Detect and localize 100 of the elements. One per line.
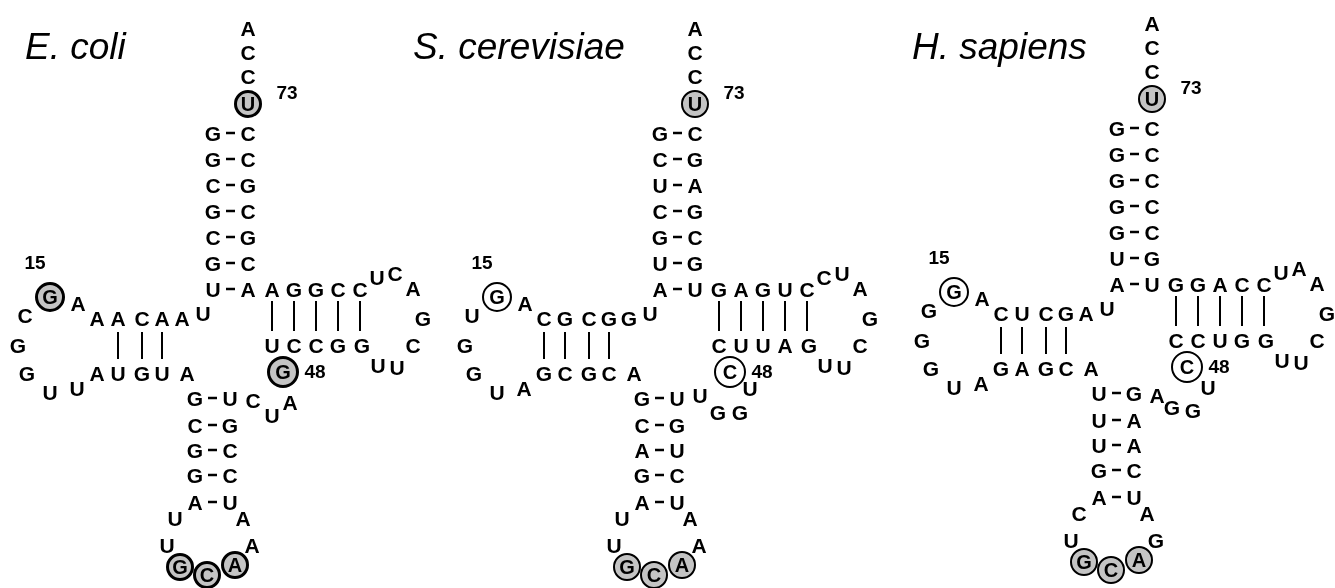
nucleotide-letter: G (1143, 247, 1161, 269)
nucleotide-letter: C (711, 334, 727, 356)
nucleotide-letter: C (134, 307, 150, 329)
position-number: 48 (1208, 356, 1230, 376)
circled-nucleotide: C (193, 561, 221, 588)
nucleotide-letter: A (70, 292, 86, 314)
nucleotide-letter: U (642, 302, 658, 324)
nucleotide-letter: C (1144, 169, 1160, 191)
nucleotide-letter: C (852, 334, 868, 356)
nucleotide-letter: G (1108, 195, 1126, 217)
nucleotide-letter: C (799, 278, 815, 300)
nucleotide-letter: A (634, 439, 650, 461)
nucleotide-letter: A (1309, 272, 1325, 294)
nucleotide-letter: C (669, 464, 685, 486)
nucleotide-letter: U (834, 262, 850, 284)
nucleotide-letter: C (308, 334, 324, 356)
circled-nucleotide: U (234, 90, 262, 118)
nucleotide-letter: C (187, 414, 203, 436)
nucleotide-letter: A (264, 278, 280, 300)
nucleotide-letter: C (536, 307, 552, 329)
nucleotide-letter: G (633, 464, 651, 486)
circled-nucleotide: G (939, 277, 969, 307)
nucleotide-letter: C (993, 302, 1009, 324)
nucleotide-letter: G (186, 439, 204, 461)
circled-nucleotide: G (1070, 548, 1098, 576)
nucleotide-letter: G (920, 299, 938, 321)
nucleotide-letter: G (221, 414, 239, 436)
nucleotide-letter: G (204, 122, 222, 144)
nucleotide-letter: G (186, 464, 204, 486)
nucleotide-letter: A (733, 278, 749, 300)
nucleotide-letter: G (580, 362, 598, 384)
nucleotide-letter: C (634, 414, 650, 436)
nucleotide-letter: C (1058, 357, 1074, 379)
nucleotide-letter: C (1144, 143, 1160, 165)
nucleotide-letter: U (1091, 382, 1107, 404)
nucleotide-letter: U (1091, 434, 1107, 456)
nucleotide-letter: A (235, 507, 251, 529)
nucleotide-letter: G (731, 401, 749, 423)
nucleotide-letter: G (414, 307, 432, 329)
nucleotide-letter: C (222, 439, 238, 461)
nucleotide-letter: G (1184, 399, 1202, 421)
position-number: 15 (24, 252, 46, 272)
nucleotide-letter: C (1168, 329, 1184, 351)
nucleotide-letter: U (264, 334, 280, 356)
nucleotide-letter: A (110, 307, 126, 329)
nucleotide-letter: G (239, 226, 257, 248)
nucleotide-letter: A (687, 174, 703, 196)
nucleotide-letter: C (1071, 502, 1087, 524)
species-name: E. coli (25, 27, 126, 65)
nucleotide-letter: U (777, 278, 793, 300)
nucleotide-letter: G (600, 307, 618, 329)
nucleotide-letter: A (973, 372, 989, 394)
nucleotide-letter: A (89, 307, 105, 329)
nucleotide-letter: G (686, 148, 704, 170)
nucleotide-letter: A (240, 17, 256, 39)
nucleotide-letter: A (179, 362, 195, 384)
nucleotide-letter: U (1014, 302, 1030, 324)
circled-nucleotide: U (681, 90, 709, 118)
nucleotide-letter: U (42, 381, 58, 403)
nucleotide-letter: C (240, 148, 256, 170)
nucleotide-letter: C (557, 362, 573, 384)
nucleotide-letter: A (682, 507, 698, 529)
nucleotide-letter: C (1256, 273, 1272, 295)
nucleotide-letter: U (669, 491, 685, 513)
nucleotide-letter: C (1144, 60, 1160, 82)
nucleotide-letter: C (687, 226, 703, 248)
nucleotide-letter: A (852, 277, 868, 299)
nucleotide-letter: C (581, 307, 597, 329)
nucleotide-letter: G (686, 200, 704, 222)
nucleotide-letter: U (222, 387, 238, 409)
nucleotide-letter: C (687, 41, 703, 63)
nucleotide-letter: A (282, 391, 298, 413)
nucleotide-letter: C (1190, 329, 1206, 351)
nucleotide-letter: U (69, 377, 85, 399)
nucleotide-letter: U (1212, 329, 1228, 351)
nucleotide-letter: C (816, 266, 832, 288)
nucleotide-letter: U (110, 362, 126, 384)
nucleotide-letter: U (159, 534, 175, 556)
nucleotide-letter: A (154, 307, 170, 329)
circled-nucleotide: C (640, 561, 668, 588)
circled-nucleotide: G (166, 553, 194, 581)
nucleotide-letter: G (686, 252, 704, 274)
nucleotide-letter: C (387, 262, 403, 284)
nucleotide-letter: G (204, 252, 222, 274)
nucleotide-letter: U (946, 376, 962, 398)
position-number: 15 (928, 247, 950, 267)
position-number: 73 (276, 82, 298, 102)
nucleotide-letter: G (913, 329, 931, 351)
nucleotide-letter: A (1126, 434, 1142, 456)
nucleotide-letter: G (651, 122, 669, 144)
nucleotide-letter: C (1126, 459, 1142, 481)
nucleotide-letter: G (18, 362, 36, 384)
nucleotide-letter: A (634, 491, 650, 513)
circled-nucleotide: C (1097, 556, 1125, 584)
nucleotide-letter: A (974, 287, 990, 309)
nucleotide-letter: A (1144, 12, 1160, 34)
nucleotide-letter: G (285, 278, 303, 300)
nucleotide-letter: C (1309, 329, 1325, 351)
nucleotide-letter: C (205, 174, 221, 196)
nucleotide-letter: G (556, 307, 574, 329)
